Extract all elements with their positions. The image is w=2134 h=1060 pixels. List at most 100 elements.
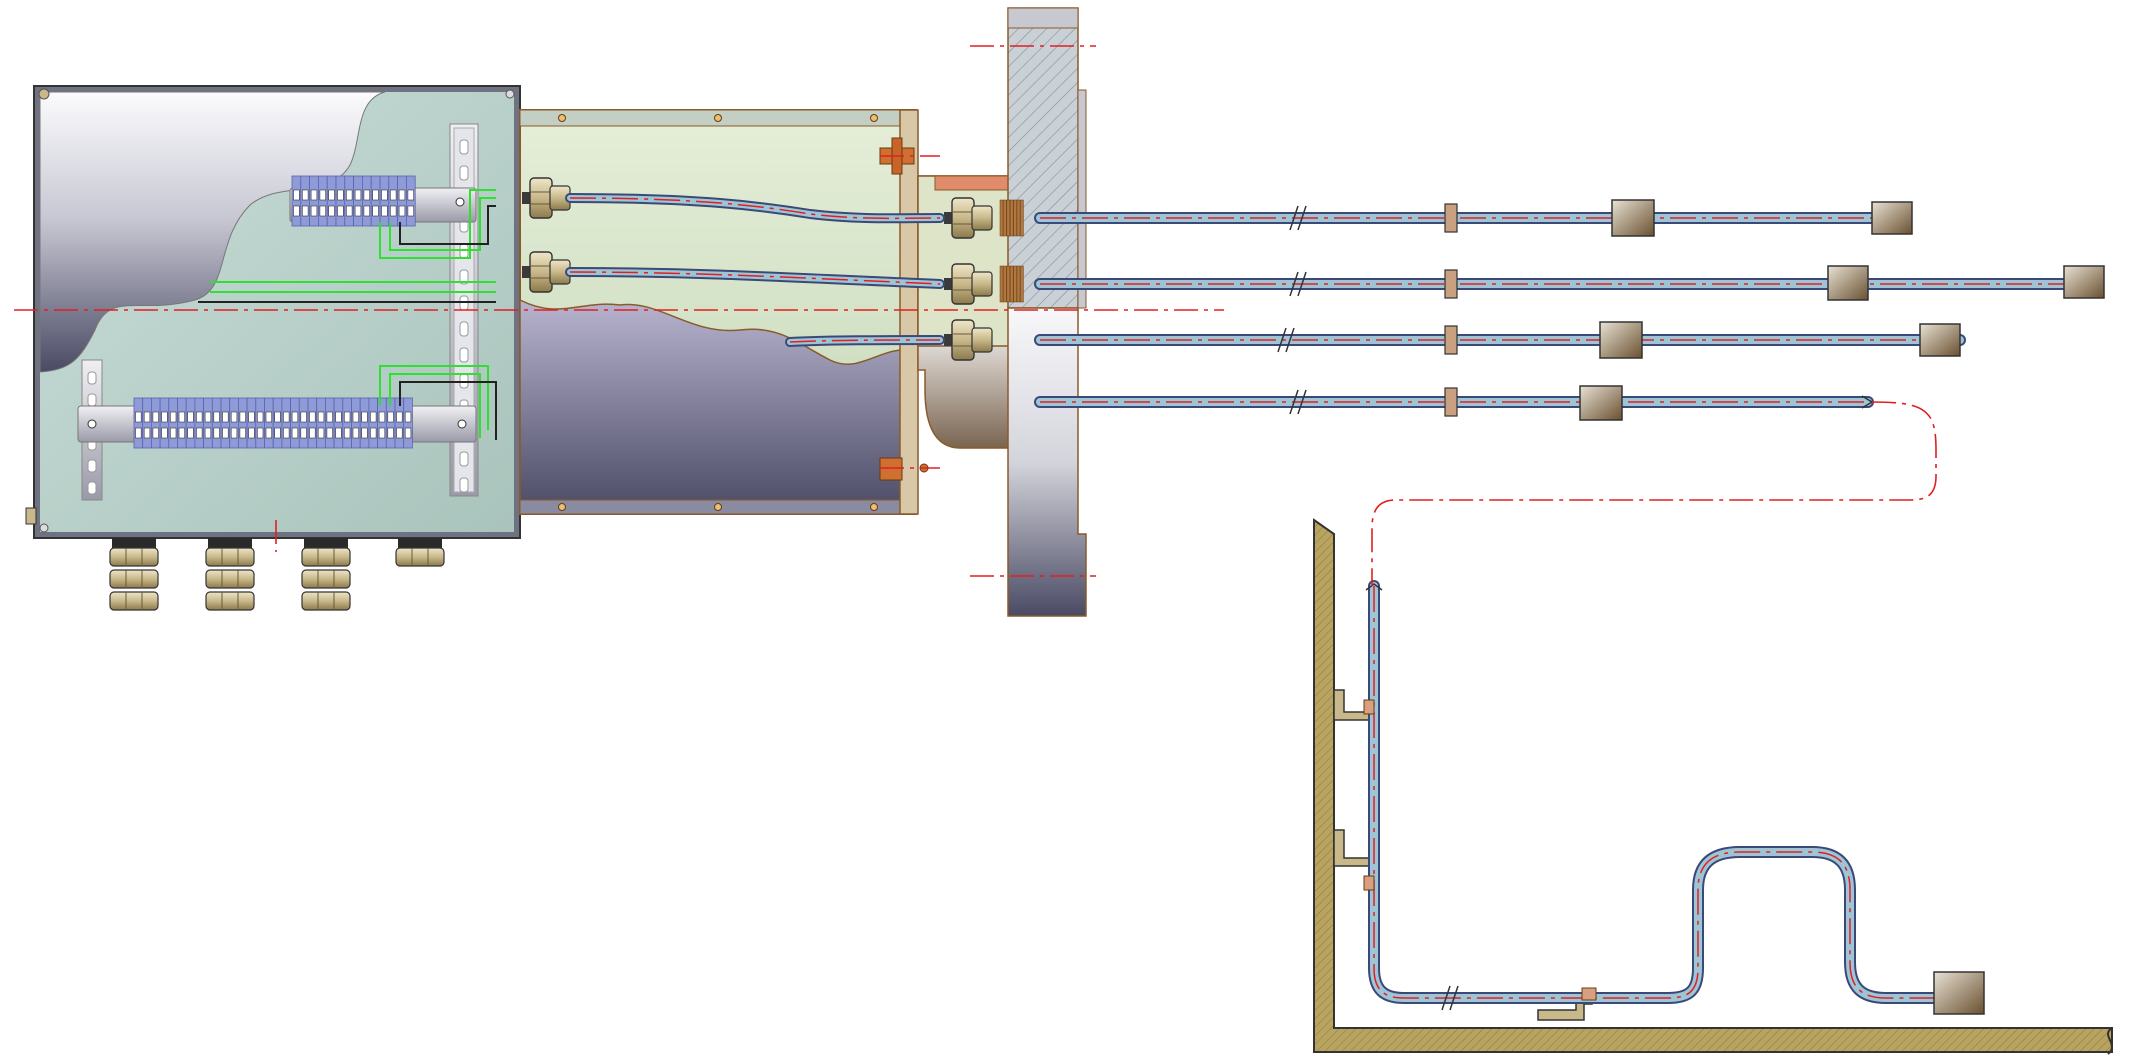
wall-and-floor	[1313, 518, 2113, 1053]
terminal	[168, 397, 178, 449]
gland-thread-ring	[1020, 199, 1024, 237]
gland-thread-ring	[1016, 265, 1021, 303]
flange-section	[1007, 7, 1079, 309]
terminal-screw	[301, 189, 309, 201]
terminal-screw	[291, 427, 299, 439]
sensor-tip	[1933, 971, 1985, 1015]
rail-slot	[87, 393, 97, 407]
housing-bolt	[714, 503, 722, 511]
gasket	[934, 175, 1011, 191]
sensor-cable	[1034, 385, 1874, 421]
bottom-cable-glands	[109, 538, 445, 611]
rail-slots	[87, 139, 469, 495]
terminal-screw	[404, 411, 412, 423]
terminal-screw	[389, 189, 397, 201]
gland-thread	[522, 266, 532, 278]
gland-thread-ring	[1003, 199, 1007, 237]
junction-box	[25, 85, 521, 611]
terminal-block-top	[291, 175, 416, 227]
rail-slot	[459, 269, 469, 285]
terminal-screw	[328, 205, 335, 217]
rail-slot	[459, 321, 469, 337]
terminal-screw	[363, 189, 370, 201]
terminal-screw	[345, 189, 353, 201]
gland-nut	[205, 547, 255, 567]
terminal-screw	[372, 205, 379, 217]
pressure-gland	[944, 263, 1024, 305]
cable-clip	[1363, 699, 1375, 715]
terminal	[333, 397, 344, 449]
terminal-screw	[370, 427, 377, 439]
gland-base	[208, 538, 252, 548]
spacer-ring	[1444, 325, 1458, 355]
terminal-screw	[370, 411, 377, 423]
terminal	[229, 397, 239, 449]
terminal-screw	[300, 411, 307, 423]
terminal	[353, 175, 363, 227]
centerline-cable-route	[1371, 401, 1937, 586]
sensor-cables	[1034, 199, 2105, 421]
terminal-screw	[354, 205, 362, 217]
terminal-screw	[337, 205, 344, 217]
terminal-screw	[354, 189, 362, 201]
terminal-screw	[398, 205, 406, 217]
terminal-screw	[328, 189, 335, 201]
extension-housing	[519, 109, 919, 515]
terminal-screw	[396, 411, 403, 423]
internal-glands	[522, 177, 571, 293]
terminal-screw	[239, 411, 246, 423]
gland-thread-ring	[1013, 199, 1017, 237]
terminal-screw	[309, 411, 316, 423]
cover-cutaway	[39, 91, 386, 373]
spacer-ring	[1444, 269, 1458, 299]
terminal-screw	[407, 205, 414, 217]
terminal-screw	[239, 427, 246, 439]
gland-thread-ring	[1016, 199, 1021, 237]
gland-body	[971, 327, 993, 353]
corner-screw	[505, 89, 515, 99]
sensor-element	[1827, 265, 1869, 301]
break-mark	[1297, 271, 1307, 297]
terminal	[291, 175, 302, 227]
terminal-screw	[372, 189, 379, 201]
gland-nut	[301, 547, 351, 567]
terminal-screw	[387, 427, 394, 439]
sensor-element	[1871, 201, 1913, 235]
terminal	[194, 397, 204, 449]
terminal	[237, 397, 248, 449]
terminal	[368, 397, 378, 449]
gland-thread-ring	[1006, 199, 1011, 237]
terminal-screw	[230, 411, 238, 423]
gland-thread-ring	[1003, 265, 1007, 303]
terminal-screw	[248, 411, 255, 423]
cable-centerline	[569, 271, 941, 285]
terminal-screw	[187, 427, 194, 439]
terminal-screw	[293, 205, 300, 217]
flange-body	[1007, 307, 1087, 617]
terminal-screw	[326, 411, 333, 423]
terminal-screw	[274, 427, 281, 439]
terminal-screw	[361, 427, 368, 439]
terminal-screw	[143, 427, 151, 439]
internal-cable	[565, 267, 945, 289]
terminal-screw	[317, 411, 325, 423]
cable-centerline	[1373, 586, 1958, 999]
terminal-screw	[161, 411, 168, 423]
terminal-screw	[178, 411, 185, 423]
flange-top	[1007, 7, 1079, 29]
rail-slot	[459, 165, 469, 181]
terminal-screw	[293, 189, 300, 201]
sensor-element	[1919, 323, 1961, 357]
terminal	[405, 175, 416, 227]
rail-slot	[87, 459, 97, 473]
internal-wiring	[198, 189, 497, 440]
routed-sensor-cable	[1365, 395, 1964, 1011]
terminal	[324, 397, 335, 449]
gland-thread	[522, 192, 532, 204]
terminal-screw	[335, 411, 342, 423]
terminal	[377, 397, 387, 449]
terminal	[272, 397, 283, 449]
terminal	[317, 175, 328, 227]
terminal	[203, 397, 213, 449]
rail-slot	[459, 451, 469, 467]
